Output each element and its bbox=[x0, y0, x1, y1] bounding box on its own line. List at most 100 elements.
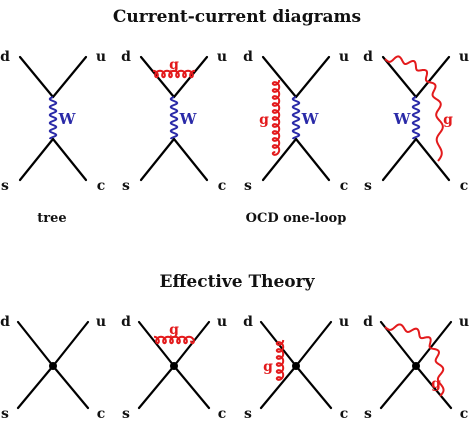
quark-label-d: d bbox=[363, 49, 373, 65]
quark-label-s: s bbox=[122, 406, 130, 422]
gluon-line bbox=[275, 339, 285, 381]
w-boson-line bbox=[291, 96, 301, 140]
quark-label-d: d bbox=[121, 314, 131, 330]
quark-line-d bbox=[381, 55, 418, 99]
quark-label-c: c bbox=[460, 406, 469, 422]
gluon-line bbox=[271, 79, 281, 156]
quark-line-u bbox=[414, 320, 453, 368]
quark-line-u bbox=[172, 320, 211, 368]
quark-label-c: c bbox=[340, 178, 349, 194]
quark-label-u: u bbox=[217, 314, 227, 330]
gluon-label: g bbox=[169, 57, 179, 73]
effective-diagram-corner-gluon: g d u s c bbox=[363, 314, 469, 422]
effective-diagram-top-gluon: g d u s c bbox=[121, 314, 227, 422]
tree-diagram: Wd u s c bbox=[0, 49, 106, 194]
quark-label-u: u bbox=[217, 49, 227, 65]
title-effective-theory: Effective Theory bbox=[159, 272, 315, 292]
quark-label-s: s bbox=[364, 406, 372, 422]
quark-label-d: d bbox=[0, 314, 10, 330]
one-loop-diagram-top-gluon: Wg d u s c bbox=[121, 49, 227, 194]
quark-line-s bbox=[381, 137, 418, 182]
four-fermion-vertex bbox=[170, 362, 178, 370]
quark-line-d bbox=[18, 55, 55, 99]
w-boson-line bbox=[169, 96, 179, 140]
quark-line-s bbox=[259, 364, 298, 410]
four-fermion-vertex bbox=[412, 362, 420, 370]
quark-label-c: c bbox=[97, 178, 106, 194]
quark-line-u bbox=[294, 320, 333, 368]
gluon-label: g bbox=[259, 112, 269, 128]
quark-line-u bbox=[51, 320, 90, 368]
quark-label-u: u bbox=[459, 49, 469, 65]
w-boson-line bbox=[48, 96, 58, 140]
gluon-line bbox=[153, 335, 195, 345]
gluon-label: g bbox=[263, 359, 273, 375]
one-loop-diagram-left-gluon: Wg d u s c bbox=[243, 49, 349, 194]
quark-label-c: c bbox=[97, 406, 106, 422]
w-boson-line bbox=[411, 96, 421, 140]
w-boson-label: W bbox=[301, 110, 320, 128]
caption-qcd-one-loop: OCD one-loop bbox=[246, 211, 347, 226]
quark-line-c bbox=[172, 137, 209, 182]
quark-line-s bbox=[379, 364, 418, 410]
quark-label-s: s bbox=[1, 406, 9, 422]
quark-line-d bbox=[16, 320, 55, 368]
w-boson-label: W bbox=[179, 110, 198, 128]
quark-line-c bbox=[51, 137, 88, 182]
quark-line-d bbox=[137, 320, 176, 368]
quark-label-u: u bbox=[96, 49, 106, 65]
four-fermion-vertex bbox=[292, 362, 300, 370]
quark-label-u: u bbox=[96, 314, 106, 330]
quark-label-s: s bbox=[364, 178, 372, 194]
gluon-label: g bbox=[443, 112, 453, 128]
quark-label-u: u bbox=[459, 314, 469, 330]
quark-line-s bbox=[18, 137, 55, 182]
quark-label-u: u bbox=[339, 314, 349, 330]
quark-line-c bbox=[172, 364, 211, 410]
quark-line-u bbox=[294, 55, 331, 99]
quark-line-c bbox=[294, 364, 333, 410]
quark-label-d: d bbox=[0, 49, 10, 65]
quark-line-s bbox=[139, 137, 176, 182]
quark-label-s: s bbox=[1, 178, 9, 194]
quark-line-u bbox=[51, 55, 88, 99]
title-current-current: Current-current diagrams bbox=[113, 7, 361, 27]
four-fermion-vertex bbox=[49, 362, 57, 370]
quark-label-d: d bbox=[243, 49, 253, 65]
quark-line-s bbox=[261, 137, 298, 182]
quark-label-d: d bbox=[243, 314, 253, 330]
quark-label-s: s bbox=[244, 406, 252, 422]
quark-label-d: d bbox=[121, 49, 131, 65]
quark-label-c: c bbox=[460, 178, 469, 194]
gluon-label: g bbox=[431, 376, 441, 392]
effective-diagram-left-gluon: g d u s c bbox=[243, 314, 349, 422]
quark-label-s: s bbox=[244, 178, 252, 194]
effective-tree-diagram: d u s c bbox=[0, 314, 106, 422]
quark-line-c bbox=[294, 137, 331, 182]
caption-tree: tree bbox=[37, 211, 66, 226]
quark-label-c: c bbox=[218, 178, 227, 194]
quark-line-c bbox=[414, 137, 451, 182]
quark-line-s bbox=[16, 364, 55, 410]
quark-label-s: s bbox=[122, 178, 130, 194]
quark-label-c: c bbox=[340, 406, 349, 422]
quark-line-d bbox=[261, 55, 298, 99]
gluon-line bbox=[152, 69, 196, 79]
quark-line-u bbox=[414, 55, 451, 99]
gluon-line bbox=[384, 55, 444, 162]
gluon-label: g bbox=[169, 322, 179, 338]
quark-line-s bbox=[137, 364, 176, 410]
w-boson-label: W bbox=[58, 110, 77, 128]
quark-label-c: c bbox=[218, 406, 227, 422]
gluon-line bbox=[384, 323, 445, 397]
w-boson-label: W bbox=[393, 110, 412, 128]
quark-line-c bbox=[414, 364, 453, 410]
quark-label-u: u bbox=[339, 49, 349, 65]
quark-label-d: d bbox=[363, 314, 373, 330]
quark-line-c bbox=[51, 364, 90, 410]
